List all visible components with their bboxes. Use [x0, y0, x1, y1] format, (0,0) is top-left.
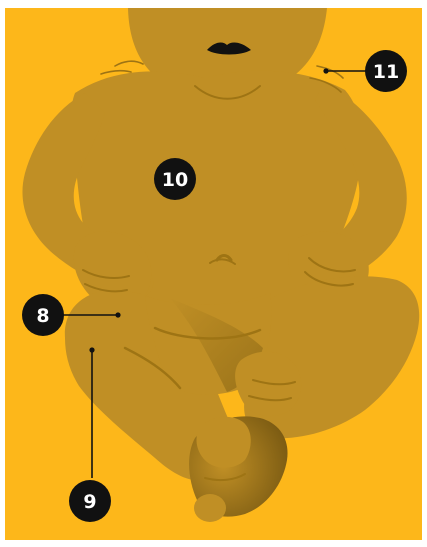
illustration-frame: 10 11 8 9	[5, 8, 422, 540]
leader-dot-9	[89, 347, 94, 352]
leader-dot-8	[115, 312, 120, 317]
callout-marker-9: 9	[69, 480, 111, 522]
callout-label-10: 10	[162, 169, 188, 191]
baby-anatomy-illustration: 10 11 8 9	[5, 8, 422, 540]
callout-label-8: 8	[36, 305, 49, 327]
callout-marker-11: 11	[365, 50, 407, 92]
callout-label-11: 11	[373, 61, 399, 83]
callout-marker-10: 10	[154, 158, 196, 200]
baby-foot-toes	[194, 494, 226, 522]
callout-marker-8: 8	[22, 294, 64, 336]
callout-label-9: 9	[83, 491, 96, 513]
leader-dot-11	[323, 68, 328, 73]
